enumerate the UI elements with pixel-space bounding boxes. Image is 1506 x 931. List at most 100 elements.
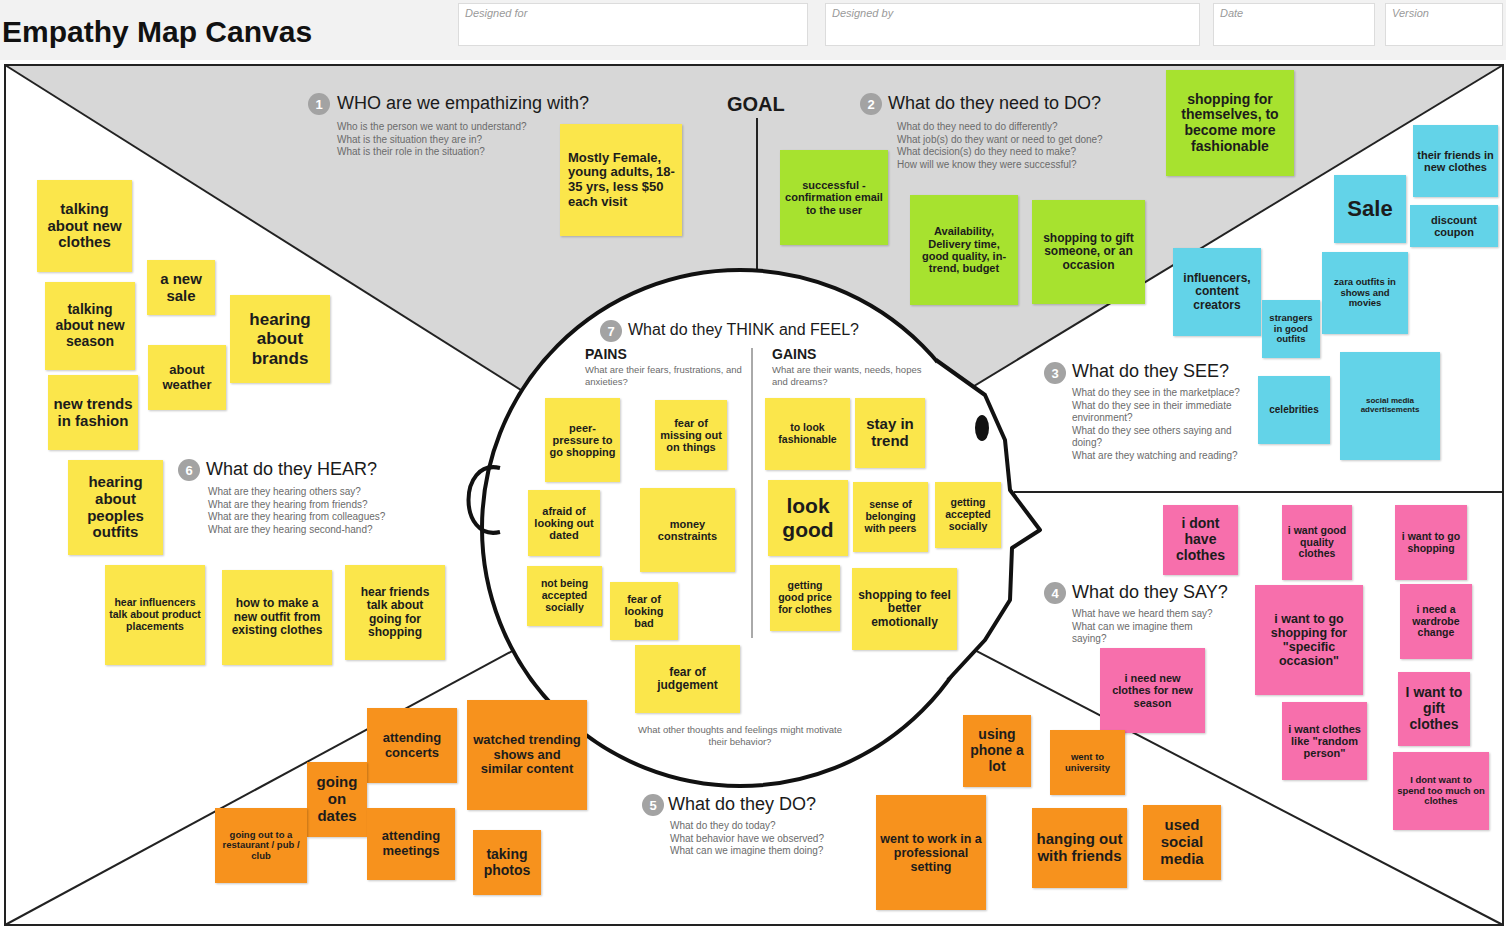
note-text: shopping for themselves, to become more …: [1170, 92, 1290, 155]
sticky-note: getting accepted socially: [935, 482, 1001, 548]
sticky-note: went to university: [1050, 730, 1125, 795]
question-text: What do they need to do differently?: [897, 121, 1127, 134]
sticky-note: look good: [768, 480, 848, 556]
divider-line: [1014, 491, 1503, 493]
sticky-note: i want to go shopping: [1395, 505, 1467, 580]
section-heading: WHO are we empathizing with?: [337, 93, 637, 115]
note-text: Availability, Delivery time, good qualit…: [914, 225, 1014, 274]
label-group: What do they need to DO?: [888, 93, 1158, 115]
callout-number: 4: [1044, 582, 1066, 604]
question-text: What other thoughts and feelings might m…: [635, 724, 845, 748]
note-text: celebrities: [1269, 404, 1318, 415]
section-heading: What do they THINK and FEEL?: [628, 320, 898, 339]
sticky-note: their friends in new clothes: [1413, 125, 1498, 197]
sticky-note: I want to gift clothes: [1398, 672, 1470, 746]
sticky-note: i dont have clothes: [1163, 505, 1238, 575]
question-text: What job(s) do they want or need to get …: [897, 134, 1127, 147]
note-text: how to make a new outfit from existing c…: [226, 597, 328, 637]
note-text: money constraints: [644, 518, 731, 543]
callout-number: 5: [642, 794, 664, 816]
note-text: hearing about brands: [234, 310, 326, 367]
canvas-title: Empathy Map Canvas: [2, 15, 312, 49]
note-text: look good: [772, 494, 844, 541]
label-group: What have we heard them say?What can we …: [1072, 608, 1222, 646]
label-group: GAINS: [772, 346, 872, 363]
note-text: peer-pressure to go shopping: [549, 422, 616, 459]
sticky-note: strangers in good outfits: [1262, 300, 1320, 358]
label-group: What do they DO?: [668, 794, 868, 816]
sticky-note: Sale: [1334, 175, 1406, 243]
note-text: successful - confirmation email to the u…: [784, 179, 884, 216]
note-text: their friends in new clothes: [1417, 149, 1494, 174]
note-text: to look fashionable: [769, 422, 846, 446]
question-text: What are they hearing from colleagues?: [208, 511, 438, 524]
section-heading: What do they need to DO?: [888, 93, 1158, 115]
question-text: What decision(s) do they need to make?: [897, 146, 1127, 159]
canvas-ground: [5, 65, 1503, 925]
sticky-note: celebrities: [1258, 376, 1330, 444]
question-text: What do they see others saying and doing…: [1072, 425, 1252, 450]
note-text: about weather: [152, 363, 222, 392]
question-text: What are they hearing from friends?: [208, 499, 438, 512]
section-heading: What do they SEE?: [1072, 361, 1272, 383]
callout-number: 1: [308, 93, 330, 115]
label-group: What do they HEAR?: [206, 459, 436, 481]
canvas-frame: [5, 65, 1503, 925]
sticky-note: went to work in a professional setting: [876, 795, 986, 910]
note-text: shopping to gift someone, or an occasion: [1036, 232, 1141, 272]
note-text: zara outfits in shows and movies: [1326, 277, 1404, 309]
note-text: went to work in a professional setting: [880, 832, 982, 874]
note-text: I want to gift clothes: [1402, 685, 1466, 732]
section-label: GOAL: [727, 92, 797, 116]
callout-number: 2: [860, 93, 882, 115]
label-group: What do they do today?What behavior have…: [670, 820, 870, 858]
sticky-note: social media advertisements: [1340, 352, 1440, 460]
note-text: i need a wardrobe change: [1404, 604, 1468, 639]
sticky-note: Mostly Female, young adults, 18-35 yrs, …: [560, 124, 682, 236]
note-text: influencers, content creators: [1177, 272, 1257, 312]
question-text: What are they watching and reading?: [1072, 450, 1252, 463]
label-group: What are they hearing others say?What ar…: [208, 486, 438, 536]
question-text: What do they do today?: [670, 820, 870, 833]
question-text: What behavior have we observed?: [670, 833, 870, 846]
note-text: not being accepted socially: [531, 578, 598, 613]
sticky-note: shopping for themselves, to become more …: [1166, 70, 1294, 176]
question-text: Who is the person we want to understand?: [337, 121, 552, 134]
header-field: Date: [1213, 3, 1375, 46]
header-field: Designed for: [458, 3, 808, 46]
note-text: i want to go shopping: [1399, 531, 1463, 555]
note-text: fear of looking bad: [614, 593, 674, 630]
question-text: What have we heard them say?: [1072, 608, 1222, 621]
sticky-note: watched trending shows and similar conte…: [467, 700, 587, 810]
note-text: watched trending shows and similar conte…: [471, 733, 583, 777]
field-label: Designed by: [832, 7, 1193, 19]
sticky-note: new trends in fashion: [48, 375, 138, 450]
note-text: i dont have clothes: [1167, 516, 1234, 563]
sticky-note: influencers, content creators: [1173, 248, 1261, 336]
pains-gains-divider: [752, 348, 753, 638]
note-text: sense of belonging with peers: [857, 499, 924, 534]
sticky-note: fear of judgement: [635, 645, 740, 713]
callout-number: 7: [600, 320, 622, 342]
section-label: PAINS: [585, 346, 685, 363]
section-heading: What do they DO?: [668, 794, 868, 816]
note-text: I dont want to spend too much on clothes: [1397, 775, 1485, 807]
sticky-note: taking photos: [473, 830, 541, 895]
note-text: Sale: [1347, 197, 1392, 222]
callout-number-text: 7: [607, 324, 614, 339]
sticky-note: a new sale: [147, 260, 215, 315]
question-text: What are their fears, frustrations, and …: [585, 364, 745, 388]
section-label: GAINS: [772, 346, 872, 363]
question-text: How will we know they were successful?: [897, 159, 1127, 172]
note-text: social media advertisements: [1344, 397, 1436, 415]
sticky-note: talking about new clothes: [37, 180, 132, 272]
label-group: What do they see in the marketplace?What…: [1072, 387, 1252, 462]
note-text: fear of judgement: [639, 666, 736, 693]
sticky-note: i want clothes like "random person": [1282, 702, 1367, 780]
section-heading: What do they SAY?: [1072, 582, 1252, 604]
sticky-note: Availability, Delivery time, good qualit…: [910, 195, 1018, 305]
label-group: What do they THINK and FEEL?: [628, 320, 898, 339]
label-group: What do they need to do differently?What…: [897, 121, 1127, 171]
sticky-note: hearing about brands: [230, 295, 330, 383]
